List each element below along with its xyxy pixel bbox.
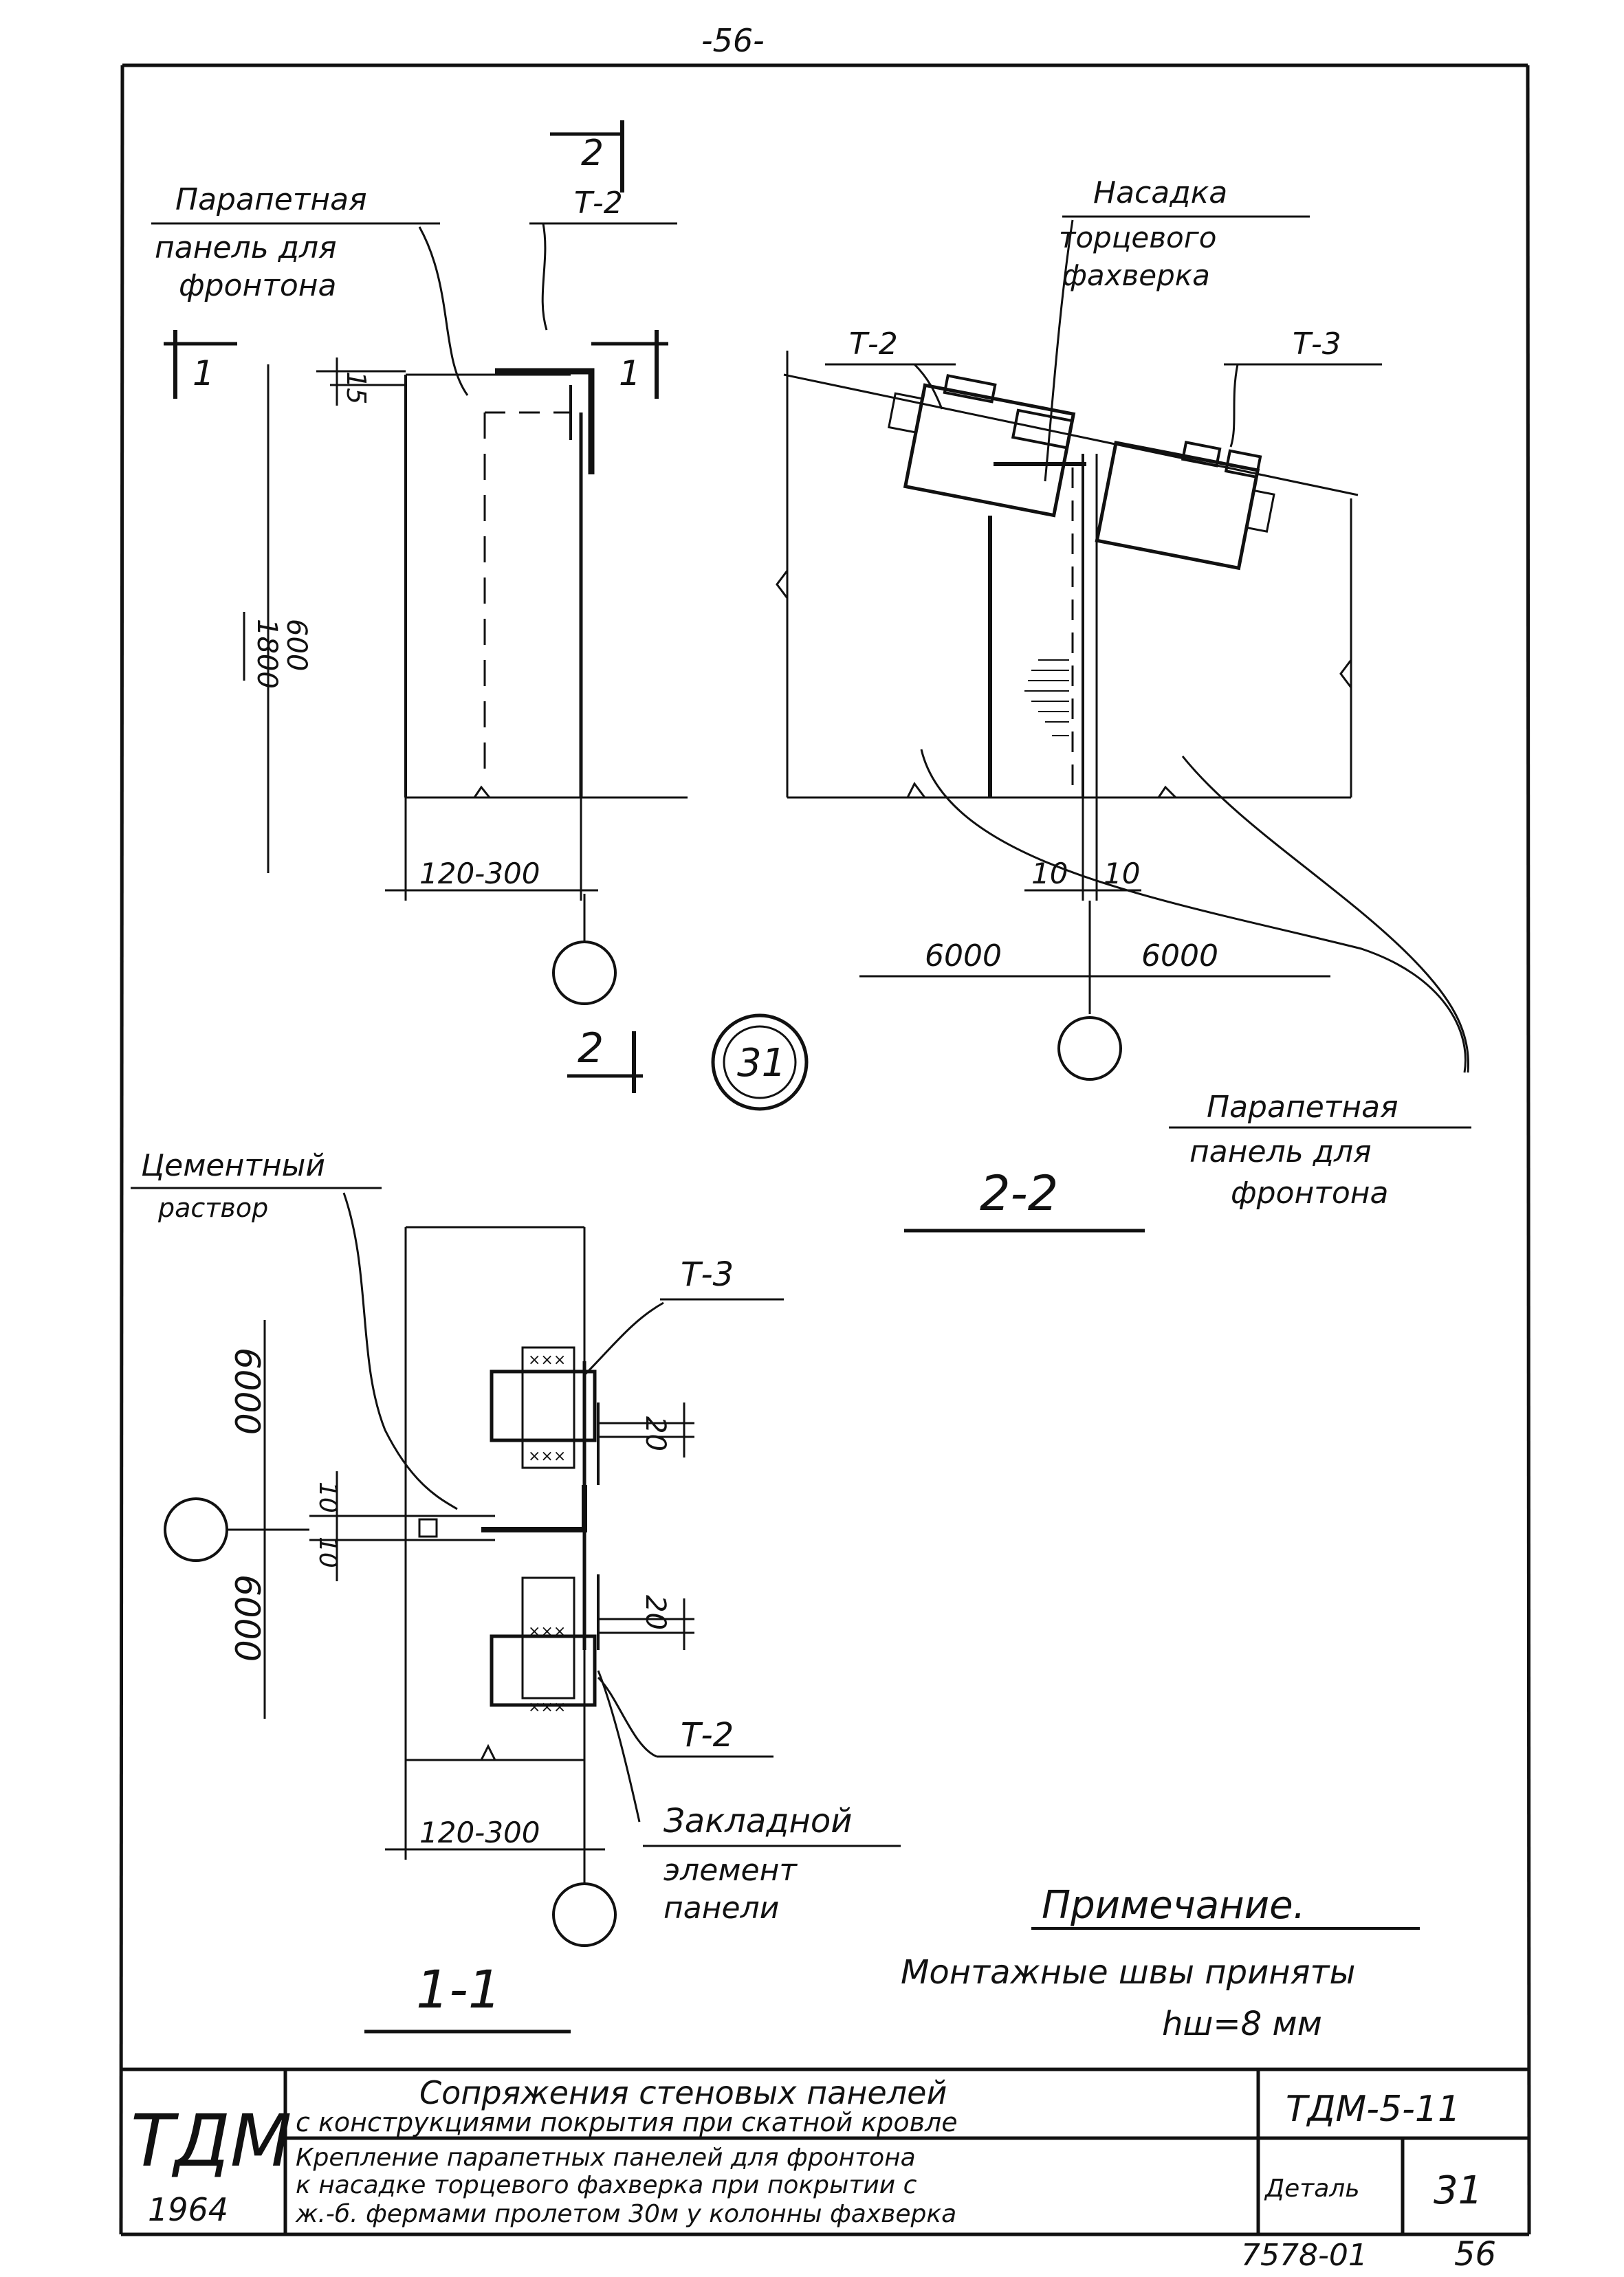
sub-title-1: Крепление парапетных панелей для фронтон… [296,2144,916,2172]
axis-bubble-1-1-left [164,1497,228,1562]
dim-20-top-label: 20 [639,1416,671,1451]
dim-width-label: 120-300 [419,857,540,890]
section-1-1-title: 1-1 [416,1959,501,2020]
weld-marks: ××× [528,1699,566,1716]
label-nasadka-1: Насадка [1093,175,1227,210]
cut-marker-2-bottom: 2 [567,1024,643,1093]
axis-bubble-1-1-bottom [552,1882,617,1947]
label-parapet-2-2-1: Парапетная [1207,1090,1398,1125]
detail-marker-label: 31 [737,1041,786,1086]
embedded-block-t2-plan: ××× ××× [490,1576,597,1716]
hatching [1024,659,1069,736]
section-2-2-title: 2-2 [980,1165,1058,1222]
label-parapet-2-2-3: фронтона [1231,1176,1389,1211]
note-line-1: Монтажные швы приняты [901,1953,1355,1992]
section-mark-right: 1 [619,353,641,393]
dim-height: 1800 600 [243,364,312,873]
cut-mark-label: 2 [581,133,604,174]
detail-number: 31 [1434,2168,1482,2213]
label-embedded-2: элемент [663,1853,798,1888]
cut-mark-bottom-label: 2 [578,1024,604,1072]
dim-10-top: 10 [314,1482,342,1513]
sheet-frame [119,63,1531,2235]
cut-marker-2-top: 2 [550,120,624,192]
dim-10-left: 10 [1031,857,1068,890]
weld-marks: ××× [528,1448,566,1465]
parapet-panel-outline [404,368,688,799]
note-title: Примечание. [1042,1883,1305,1928]
label-t2: Т-2 [574,186,623,221]
label-t2-2: Т-2 [849,327,898,362]
section-1-1: Цементный раствор ××× ××× ××× ××× [131,1148,901,2034]
note: Примечание. Монтажные швы приняты hш=8 м… [901,1883,1420,2043]
main-title-1: Сопряжения стеновых панелей [419,2074,947,2111]
plan-view: 2 Парапетная панель для фронтона Т-2 1 1 [151,120,688,1093]
label-cement-1: Цементный [141,1148,325,1183]
detail-marker: 31 [711,1013,809,1111]
span-bottom: 6000 [227,1574,267,1662]
embedded-block-t3 [1095,440,1275,571]
label-t3-2: Т-3 [1293,327,1341,362]
embedded-block-t2 [887,374,1076,518]
dim-15: 15 [316,358,406,406]
dim-15-label: 15 [341,371,371,404]
embedded-block-t3-plan: ××× ××× [490,1346,597,1469]
label-parapet-3: фронтона [179,268,337,303]
section-marker-1-left: 1 [164,330,237,399]
section-2-2: Насадка торцевого фахверка Т-2 Т-3 [776,175,1471,1233]
sub-title-3: ж.-б. фермами пролетом 30м у колонны фах… [295,2200,956,2228]
dim-width-1-1: 120-300 [385,1760,605,1860]
span-dims-1-1: 6000 6000 [227,1320,309,1719]
dim-20-top: 20 [598,1402,694,1458]
dim-20-bottom: 20 [598,1595,694,1650]
drawing-code: ТДМ-5-11 [1286,2089,1460,2130]
label-embedded-1: Закладной [663,1802,852,1840]
span-left: 6000 [925,938,1002,974]
label-t2-1-1: Т-2 [681,1716,734,1754]
label-t3-1-1: Т-3 [681,1255,734,1294]
label-parapet-1: Парапетная [175,182,367,217]
span-top: 6000 [227,1348,267,1435]
archive-number: 7578-01 [1241,2238,1368,2273]
section-mark-left: 1 [193,353,215,393]
span-dimensions: 6000 6000 [859,901,1330,1014]
dim-10-bottom: 10 [314,1537,342,1568]
span-right: 6000 [1141,938,1218,974]
label-cement-2: раствор [157,1193,268,1223]
dim-20-bottom-label: 20 [639,1595,671,1630]
label-nasadka-2: торцевого [1059,221,1216,254]
page-number-top: -56- [701,22,765,59]
section-marker-1-right: 1 [591,330,668,399]
note-line-2: hш=8 мм [1162,2005,1322,2043]
page-number-bottom: 56 [1454,2235,1496,2274]
year: 1964 [148,2191,228,2228]
dim-width-1-1-label: 120-300 [419,1816,540,1849]
weld-marks: ××× [528,1623,566,1640]
dim-width: 120-300 [385,798,598,901]
gap-dimensions: 10 10 [1024,798,1141,901]
axis-bubble-2-2 [1057,1016,1122,1081]
label-nasadka-3: фахверка [1062,258,1210,292]
main-title-2: с конструкциями покрытия при скатной кро… [296,2107,958,2137]
dim-height-600: 600 [281,619,312,671]
label-embedded-3: панели [663,1891,779,1926]
org-logo: ТДМ [131,2099,292,2183]
weld-marks: ××× [528,1352,566,1369]
dim-height-1800: 1800 [251,619,283,689]
label-parapet-2-2-2: панель для [1189,1134,1372,1169]
title-block: ТДМ 1964 Сопряжения стеновых панелей с к… [121,2067,1529,2236]
label-parapet-2: панель для [155,230,337,265]
dim-10-gap: 10 10 [309,1471,406,1581]
sub-title-2: к насадке торцевого фахверка при покрыти… [296,2171,917,2199]
detail-label: Деталь [1264,2175,1360,2203]
axis-bubble-plan [552,940,617,1005]
